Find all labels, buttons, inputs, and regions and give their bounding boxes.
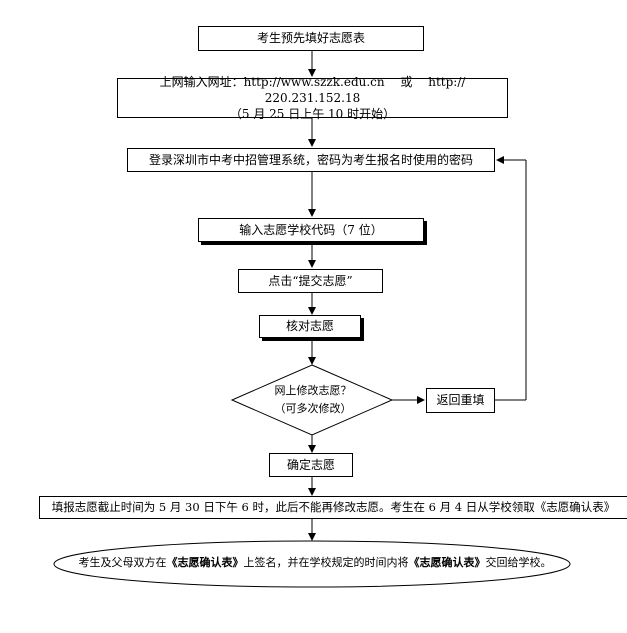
step-enter-code-label: 输入志愿学校代码（7 位）: [239, 222, 383, 237]
decision-line2: （可多次修改）: [274, 401, 352, 415]
decision-text: 网上修改志愿？ （可多次修改）: [258, 382, 368, 417]
step-login: 登录深圳市中考中招管理系统，密码为考生报名时使用的密码: [127, 148, 495, 172]
step-verify-label: 核对志愿: [285, 319, 334, 334]
step-deadline-label: 填报志愿截止时间为 5 月 30 日下午 6 时，此后不能再修改志愿。考生在 6…: [51, 499, 616, 514]
step-confirm: 确定志愿: [269, 453, 353, 477]
final-bold-2: 《志愿确认表》: [408, 556, 486, 569]
step-enter-url: 上网输入网址：http://www.szzk.edu.cn 或 http:// …: [117, 75, 508, 121]
step-enter-url-line2: （5 月 25 日上午 10 时开始）: [229, 107, 396, 122]
step-submit: 点击“提交志愿”: [238, 269, 383, 293]
step-enter-code: 输入志愿学校代码（7 位）: [198, 218, 424, 242]
step-confirm-label: 确定志愿: [286, 457, 335, 472]
final-step-text: 考生及父母双方在《志愿确认表》上签名，并在学校规定的时间内将《志愿确认表》交回给…: [70, 554, 560, 570]
step-fill-form-label: 考生预先填好志愿表: [256, 31, 365, 46]
step-enter-url-line1: 上网输入网址：http://www.szzk.edu.cn 或 http:// …: [159, 74, 466, 105]
final-ellipse: [53, 540, 571, 588]
step-return: 返回重填: [426, 388, 495, 413]
step-login-label: 登录深圳市中考中招管理系统，密码为考生报名时使用的密码: [148, 152, 473, 167]
decision-diamond: [230, 364, 394, 436]
final-mid: 上签名，并在学校规定的时间内将: [243, 556, 409, 569]
decision-line1: 网上修改志愿？: [274, 384, 352, 397]
final-bold-1: 《志愿确认表》: [166, 556, 244, 569]
step-submit-label: 点击“提交志愿”: [268, 273, 353, 288]
step-return-label: 返回重填: [436, 393, 485, 408]
final-post: 交回给学校。: [485, 556, 552, 569]
step-deadline: 填报志愿截止时间为 5 月 30 日下午 6 时，此后不能再修改志愿。考生在 6…: [39, 496, 627, 519]
final-pre: 考生及父母双方在: [78, 556, 167, 569]
step-fill-form: 考生预先填好志愿表: [198, 26, 424, 51]
step-verify: 核对志愿: [259, 315, 361, 338]
